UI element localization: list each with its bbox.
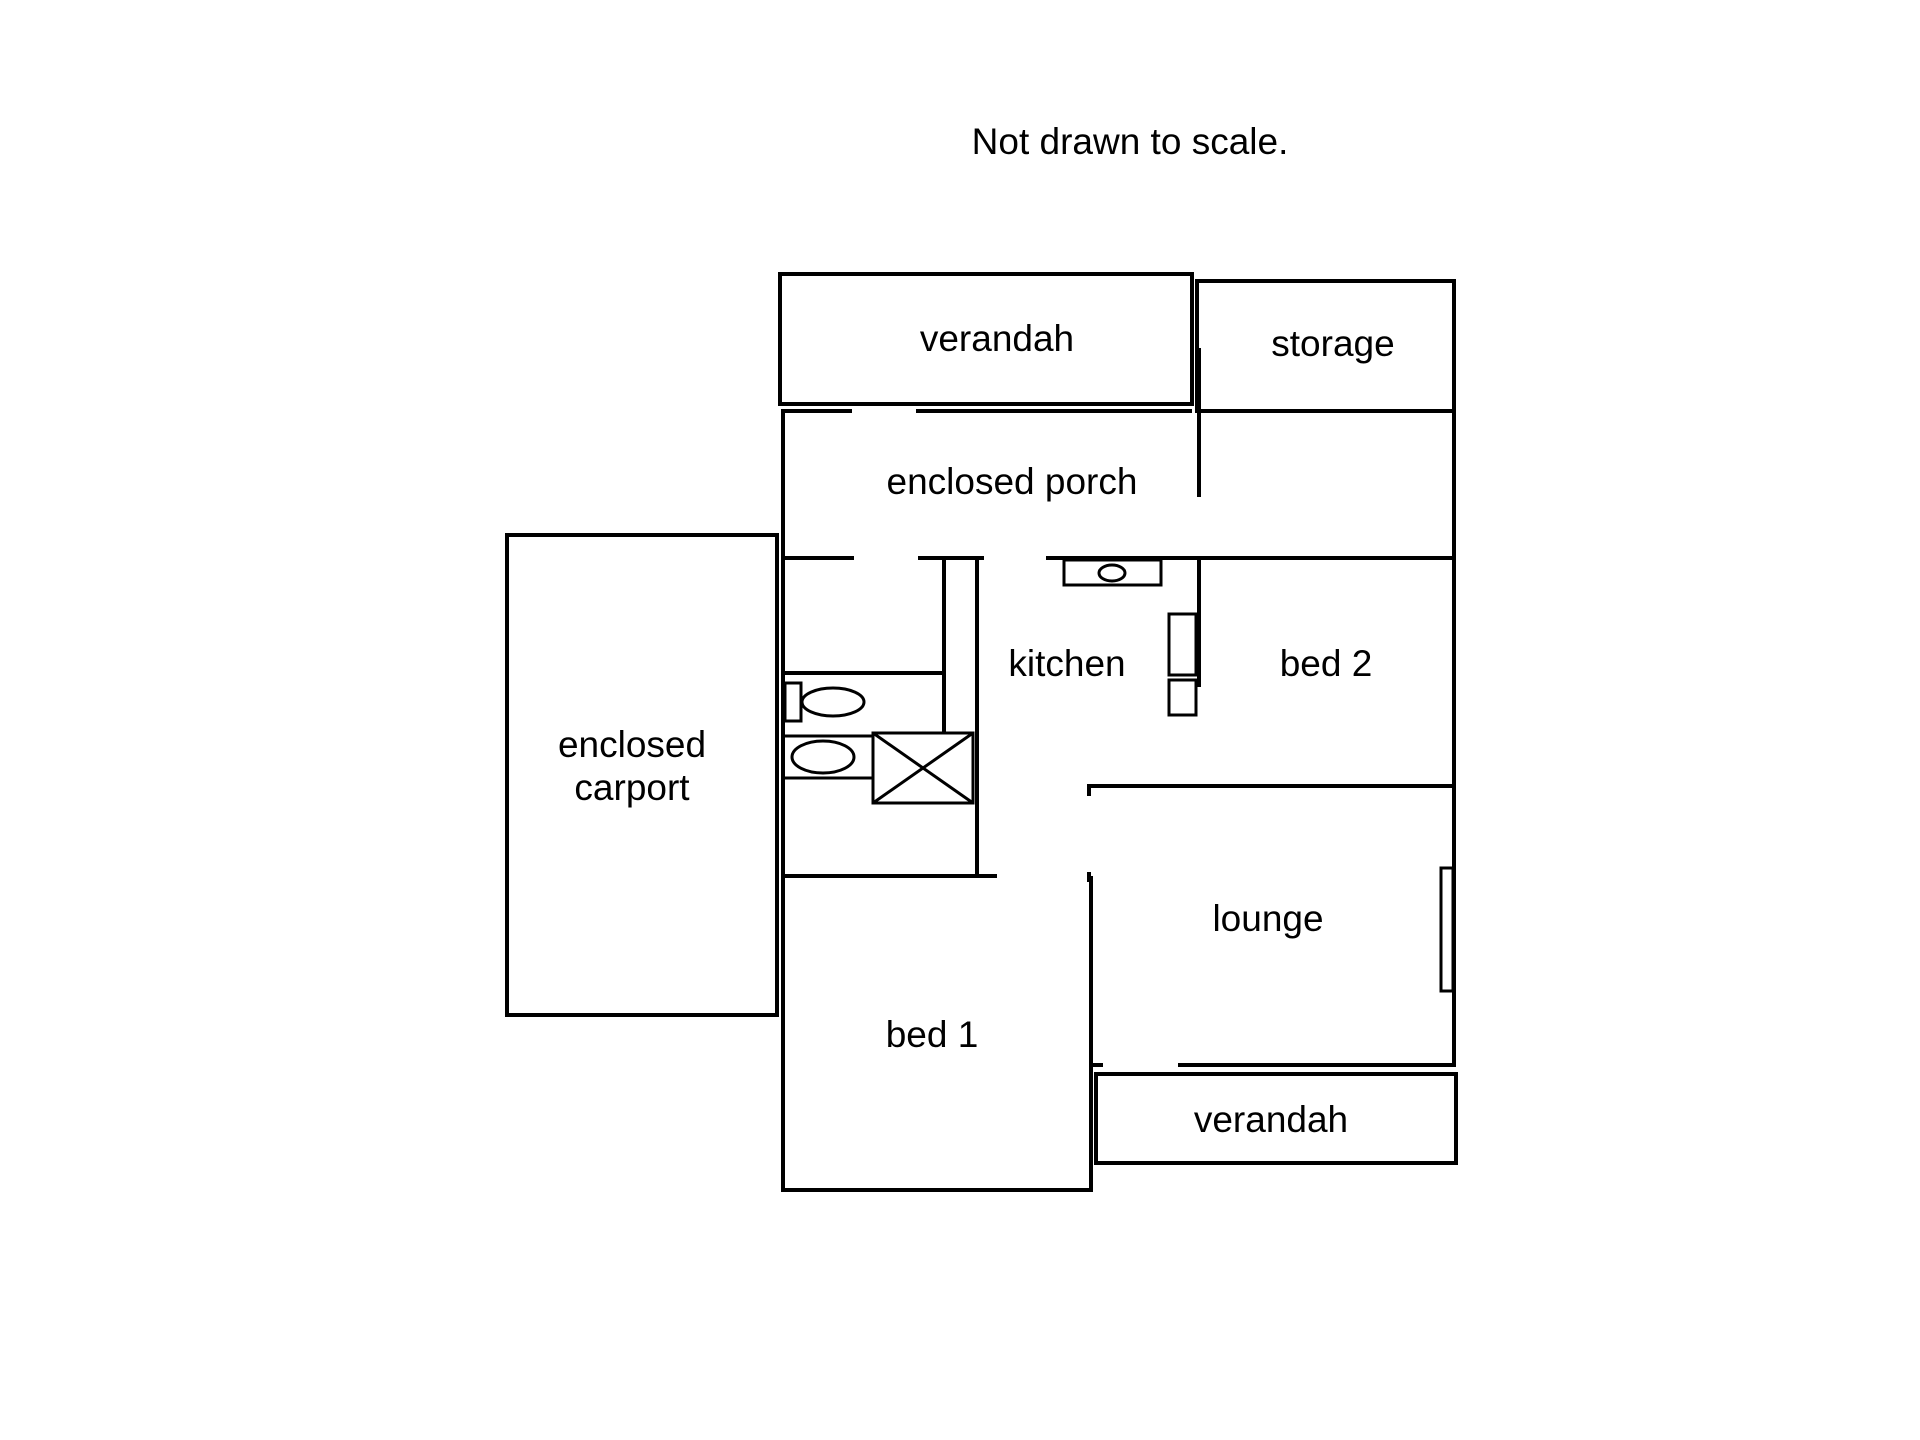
toilet-cistern-icon <box>783 681 803 723</box>
lounge-label: lounge <box>1212 898 1323 939</box>
cupboard-icon <box>1167 678 1198 717</box>
storage-label: storage <box>1271 323 1394 364</box>
scale-note: Not drawn to scale. <box>972 121 1289 162</box>
enclosed-carport-outline <box>505 533 779 1017</box>
bed-1-label: bed 1 <box>886 1014 979 1055</box>
room-labels: verandah storage enclosed porch kitchen … <box>558 318 1395 1140</box>
verandah-bottom-label: verandah <box>1194 1099 1348 1140</box>
shower-cross-icon <box>872 731 974 805</box>
kitchen-sink-icon <box>1062 558 1163 587</box>
kitchen-label: kitchen <box>1008 643 1125 684</box>
house-left-and-bed1-walls <box>781 409 1093 1192</box>
storage-outline <box>1195 279 1456 413</box>
toilet-bowl-icon <box>800 686 866 718</box>
bath-basin-icon <box>790 739 856 775</box>
enclosed-carport-label-line2: carport <box>574 767 690 808</box>
verandah-top-outline <box>778 272 1194 406</box>
appliance-icon <box>1167 612 1198 677</box>
fireplace-icon <box>1439 866 1455 993</box>
verandah-top-label: verandah <box>920 318 1074 359</box>
fixtures <box>783 558 1455 993</box>
enclosed-carport-label-line1: enclosed <box>558 724 706 765</box>
verandah-bottom-outline <box>1094 1072 1458 1165</box>
sink-basin-icon <box>1097 563 1127 583</box>
bed-2-label: bed 2 <box>1280 643 1373 684</box>
passage-walls <box>942 556 979 878</box>
shower-icon <box>871 731 975 805</box>
enclosed-porch-label: enclosed porch <box>887 461 1138 502</box>
floor-plan-walls <box>505 272 1458 1192</box>
